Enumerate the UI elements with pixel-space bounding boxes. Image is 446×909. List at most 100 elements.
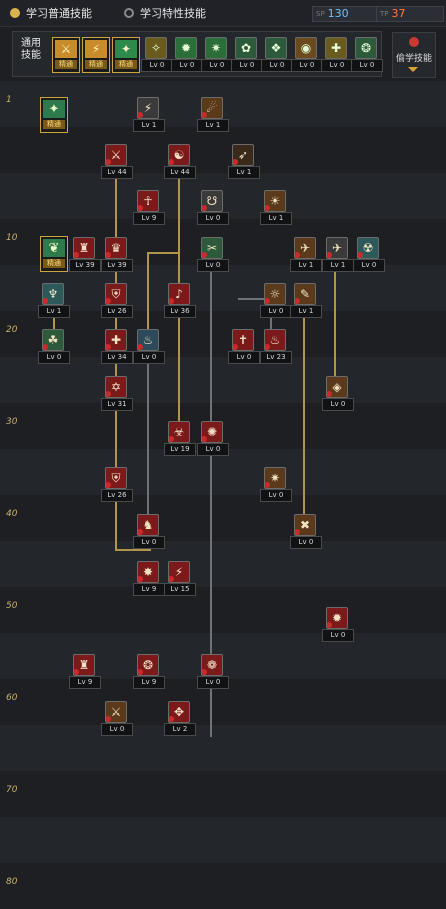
mastery-badge: 精通: [55, 60, 77, 69]
skill-slot[interactable]: ☘Lv 0: [38, 329, 70, 364]
skill-level: Lv 9: [133, 583, 165, 596]
common-skill-slot[interactable]: ✧Lv 0: [141, 37, 173, 72]
skill-icon: ✥: [168, 701, 190, 723]
common-skill-mastered[interactable]: ✦精通: [112, 37, 140, 73]
skill-glyph: ✚: [110, 333, 122, 347]
skill-glyph: ⚡: [174, 565, 184, 579]
skill-slot[interactable]: ☣Lv 19: [164, 421, 196, 456]
skill-glyph: ✈: [299, 241, 311, 255]
skill-slot[interactable]: ◈Lv 0: [322, 376, 354, 411]
skill-slot[interactable]: ✈Lv 1: [322, 237, 354, 272]
common-skill-mastered[interactable]: ⚡精通: [82, 37, 110, 73]
skill-slot[interactable]: ♛Lv 39: [101, 237, 133, 272]
skill-glyph: ⚔: [110, 705, 122, 719]
skill-mastered[interactable]: ✦精通: [40, 97, 68, 133]
mastery-badge: 精通: [115, 60, 137, 69]
skill-slot[interactable]: ⚡Lv 1: [133, 97, 165, 132]
skill-slot[interactable]: ✥Lv 2: [164, 701, 196, 736]
skill-slot[interactable]: ♆Lv 1: [38, 283, 70, 318]
row-level-label: 50: [6, 601, 18, 611]
skill-level: Lv 0: [291, 59, 323, 72]
skill-icon: ✡: [105, 376, 127, 398]
tp-points: TP 37: [376, 6, 444, 22]
level-indicator-icon: [106, 252, 111, 258]
skill-slot[interactable]: ☥Lv 9: [133, 190, 165, 225]
connector-line: [303, 306, 305, 522]
level-indicator-icon: [138, 576, 143, 582]
common-skill-slot[interactable]: ◉Lv 0: [291, 37, 323, 72]
radio-learn-feature[interactable]: 学习特性技能: [124, 5, 206, 21]
skill-slot[interactable]: ✂Lv 0: [197, 237, 229, 272]
skill-glyph: ☥: [143, 194, 153, 208]
skill-slot[interactable]: ♨Lv 0: [133, 329, 165, 364]
skill-slot[interactable]: ☢Lv 0: [353, 237, 385, 272]
skill-mastered[interactable]: ❦精通: [40, 236, 68, 272]
level-indicator-icon: [43, 344, 48, 350]
steal-skill-button[interactable]: 偷学技能: [392, 32, 436, 78]
level-indicator-icon: [106, 344, 111, 350]
common-skill-slot[interactable]: ❂Lv 0: [351, 37, 383, 72]
level-indicator-icon: [265, 298, 270, 304]
skill-slot[interactable]: ✺Lv 0: [197, 421, 229, 456]
common-skill-mastered[interactable]: ⚔精通: [52, 37, 80, 73]
skill-slot[interactable]: ⚔Lv 44: [101, 144, 133, 179]
common-skill-slot[interactable]: ✹Lv 0: [171, 37, 203, 72]
skill-level: Lv 1: [322, 259, 354, 272]
skill-glyph: ⚡: [143, 101, 153, 115]
skill-slot[interactable]: ☀Lv 1: [260, 190, 292, 225]
skill-slot[interactable]: ✷Lv 0: [260, 467, 292, 502]
level-indicator-icon: [74, 252, 79, 258]
skill-slot[interactable]: ✎Lv 1: [290, 283, 322, 318]
level-indicator-icon: [295, 529, 300, 535]
common-skill-slot[interactable]: ✿Lv 0: [231, 37, 263, 72]
skill-icon: ✧: [145, 37, 167, 59]
common-skill-slot[interactable]: ✷Lv 0: [201, 37, 233, 72]
skill-slot[interactable]: ☯Lv 44: [164, 144, 196, 179]
skill-slot[interactable]: ♨Lv 23: [260, 329, 292, 364]
skill-level: Lv 15: [164, 583, 196, 596]
skill-slot[interactable]: ✡Lv 31: [101, 376, 133, 411]
skill-slot[interactable]: ♞Lv 0: [133, 514, 165, 549]
skill-slot[interactable]: ✈Lv 1: [290, 237, 322, 272]
skill-slot[interactable]: ☄Lv 1: [197, 97, 229, 132]
skill-icon: ❂: [355, 37, 377, 59]
radio-unchecked-icon: [124, 8, 134, 18]
skill-slot[interactable]: ✝Lv 0: [228, 329, 260, 364]
skill-level: Lv 9: [69, 676, 101, 689]
row-level-label: 40: [6, 509, 18, 519]
skill-slot[interactable]: ☼Lv 0: [260, 283, 292, 318]
skill-glyph: ✹: [331, 611, 343, 625]
skill-slot[interactable]: ⚔Lv 0: [101, 701, 133, 736]
skill-glyph: ♜: [78, 241, 90, 255]
level-indicator-icon: [202, 112, 207, 118]
skill-slot[interactable]: ♪Lv 36: [164, 283, 196, 318]
skill-slot[interactable]: ✖Lv 0: [290, 514, 322, 549]
skill-slot[interactable]: ✸Lv 9: [133, 561, 165, 596]
skill-slot[interactable]: ⛨Lv 26: [101, 467, 133, 502]
skill-slot[interactable]: ✚Lv 34: [101, 329, 133, 364]
skill-icon: ✚: [325, 37, 347, 59]
level-indicator-icon: [327, 391, 332, 397]
skill-slot[interactable]: ❂Lv 9: [133, 654, 165, 689]
radio-learn-normal[interactable]: 学习普通技能: [10, 5, 92, 21]
row-level-label: 10: [6, 233, 18, 243]
connector-line: [210, 261, 212, 737]
skill-slot[interactable]: ⚡ Lv 15: [164, 561, 196, 596]
radio-learn-normal-label: 学习普通技能: [26, 7, 92, 20]
skill-slot[interactable]: ⛨Lv 26: [101, 283, 133, 318]
skill-slot[interactable]: ➶Lv 1: [228, 144, 260, 179]
tree-row: [0, 541, 446, 587]
skill-icon: ☥: [137, 190, 159, 212]
skill-glyph: ⚔: [110, 148, 122, 162]
common-skill-slot[interactable]: ❖Lv 0: [261, 37, 293, 72]
skill-level: Lv 0: [197, 259, 229, 272]
skill-icon: ☀: [264, 190, 286, 212]
skill-slot[interactable]: ✹Lv 0: [322, 607, 354, 642]
skill-glyph: ✎: [299, 287, 311, 301]
skill-slot[interactable]: ♜Lv 39: [69, 237, 101, 272]
skill-glyph: ❂: [360, 41, 372, 55]
skill-slot[interactable]: ☋Lv 0: [197, 190, 229, 225]
skill-slot[interactable]: ♜Lv 9: [69, 654, 101, 689]
common-skill-slot[interactable]: ✚Lv 0: [321, 37, 353, 72]
skill-slot[interactable]: ❁Lv 0: [197, 654, 229, 689]
